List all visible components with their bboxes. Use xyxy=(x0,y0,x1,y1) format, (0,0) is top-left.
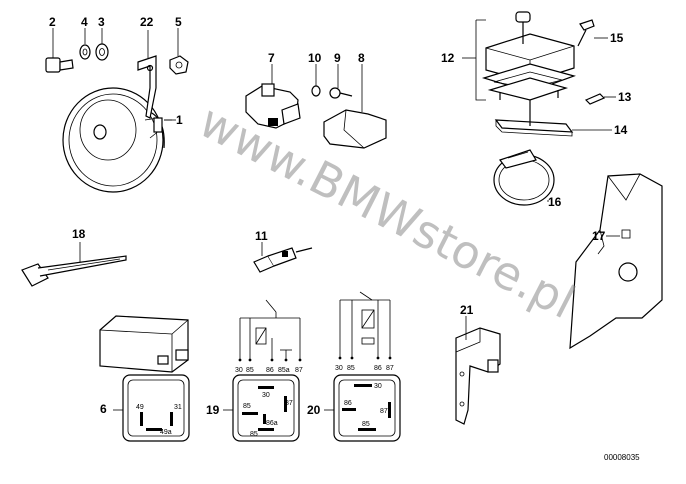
callout-14: 14 xyxy=(614,123,628,137)
pin-label: 30 xyxy=(262,392,270,399)
nut xyxy=(169,55,189,75)
callout-19: 19 xyxy=(206,403,220,417)
callout-8: 8 xyxy=(358,51,365,65)
horn-bracket xyxy=(137,55,157,119)
callout-10: 10 xyxy=(308,51,322,65)
callout-7: 7 xyxy=(268,51,275,65)
terminal-label: 30 xyxy=(335,365,343,372)
terminal-label: 87 xyxy=(386,365,394,372)
diagram-reference-code: 00008035 xyxy=(604,453,640,462)
terminal-label: 87 xyxy=(295,367,303,374)
pin-label: 85 xyxy=(250,431,258,438)
pin-label: 86a xyxy=(266,420,278,427)
pin-label: 87 xyxy=(380,408,388,415)
pin-label: 85 xyxy=(243,403,251,410)
terminal-label: 86 xyxy=(266,367,274,374)
relay-socket-6: 49 31 49a xyxy=(122,374,190,442)
callout-13: 13 xyxy=(618,90,632,104)
pin-label: 86 xyxy=(344,400,352,407)
callout-6: 6 xyxy=(100,402,107,416)
terminal-label: 85 xyxy=(347,365,355,372)
relay-socket-19: 30 85 87 86a 85 xyxy=(232,374,300,442)
terminal-label: 85a xyxy=(278,367,290,374)
relay-socket-20: 30 86 87 85 xyxy=(333,374,401,442)
connector xyxy=(245,83,301,129)
callout-22: 22 xyxy=(140,15,154,29)
callout-15: 15 xyxy=(610,31,624,45)
callout-9: 9 xyxy=(334,51,341,65)
terminal-label: 85 xyxy=(246,367,254,374)
pin xyxy=(584,93,606,105)
callout-1: 1 xyxy=(176,113,183,127)
screw xyxy=(577,19,595,47)
screw xyxy=(311,85,353,99)
pin-label: 31 xyxy=(174,404,182,411)
pin-label: 85 xyxy=(362,421,370,428)
callout-17: 17 xyxy=(592,229,606,243)
callout-3: 3 xyxy=(98,15,105,29)
washers xyxy=(79,43,109,61)
relay-housing xyxy=(99,315,189,373)
callout-2: 2 xyxy=(49,15,56,29)
heat-shield xyxy=(569,173,663,350)
callout-4: 4 xyxy=(81,15,88,29)
control-unit-assembly xyxy=(462,11,576,101)
callout-20: 20 xyxy=(307,403,321,417)
relay-schematic-20: 30 85 86 87 xyxy=(335,291,394,372)
pin-label: 49a xyxy=(160,429,172,436)
mounting-plate xyxy=(494,100,574,137)
callout-12: 12 xyxy=(441,51,455,65)
terminal-label: 86 xyxy=(374,365,382,372)
callout-11: 11 xyxy=(255,229,268,243)
relay-schematic-19: 30 85 86 85a 87 xyxy=(235,299,303,374)
hose-clamp xyxy=(493,149,555,206)
callout-5: 5 xyxy=(175,15,182,29)
pin-label: 49 xyxy=(136,404,144,411)
callout-18: 18 xyxy=(72,227,86,241)
callout-numbers: 1 2 3 4 5 6 7 8 9 10 11 12 13 14 15 16 1… xyxy=(49,15,632,417)
callout-16: 16 xyxy=(548,195,562,209)
pin-label: 30 xyxy=(374,383,382,390)
leader-lines xyxy=(52,28,620,411)
temperature-sensor xyxy=(253,247,313,273)
connector-cover xyxy=(323,109,387,149)
terminal-label: 30 xyxy=(235,367,243,374)
callout-21: 21 xyxy=(460,303,474,317)
relay-bracket xyxy=(455,327,501,425)
cable-tie xyxy=(21,255,127,287)
horn xyxy=(62,87,176,193)
bolt xyxy=(45,57,74,73)
pin-label: 87 xyxy=(285,400,293,407)
